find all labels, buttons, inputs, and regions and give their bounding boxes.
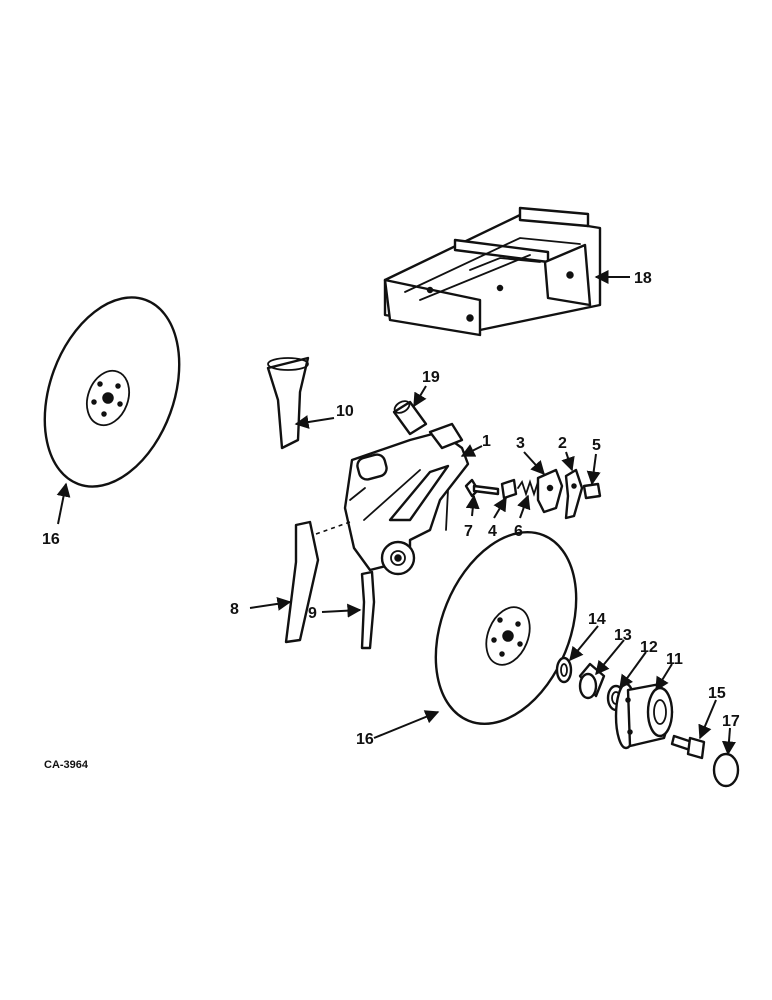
callout-16-left: 16 [42, 531, 60, 548]
hub-bolt-part [670, 734, 706, 760]
callout-6: 6 [514, 523, 523, 540]
disc-blade-right-part [434, 531, 578, 725]
bracket-plate-part [536, 468, 564, 514]
dust-cap-part [712, 752, 740, 788]
callout-1: 1 [482, 433, 491, 450]
hub-part [614, 682, 674, 750]
main-arm-casting-part [343, 422, 470, 576]
callout-16-right: 16 [356, 731, 374, 748]
callout-3: 3 [516, 435, 525, 452]
callout-18: 18 [634, 270, 652, 287]
callout-4: 4 [488, 523, 497, 540]
figure-code: CA-3964 [44, 759, 89, 771]
bolt-part [464, 478, 500, 498]
scraper-blade-part [360, 570, 376, 650]
seal-ring-part [555, 656, 573, 684]
frame-bracket-part [383, 206, 602, 337]
callout-12: 12 [640, 639, 658, 656]
callout-9: 9 [308, 605, 317, 622]
callout-17: 17 [722, 713, 740, 730]
square-washer-part [582, 482, 602, 500]
callout-10: 10 [336, 403, 354, 420]
clip-part [564, 468, 584, 520]
callout-2: 2 [558, 435, 567, 452]
callout-13: 13 [614, 627, 632, 644]
pivot-pin-part [392, 400, 428, 436]
callout-7: 7 [464, 523, 473, 540]
seed-boot-funnel-part [266, 356, 310, 450]
callout-8: 8 [230, 601, 239, 618]
callout-14: 14 [588, 611, 606, 628]
callout-labels: 1 2 3 4 5 6 7 8 9 10 11 12 13 14 15 16 1… [42, 270, 740, 748]
disc-blade-left-part [43, 296, 181, 488]
callout-19: 19 [422, 369, 440, 386]
scraper-part [284, 520, 351, 644]
callout-5: 5 [592, 437, 601, 454]
nut-part [500, 478, 518, 500]
leader-lines [56, 270, 736, 756]
callout-11: 11 [666, 651, 683, 668]
callout-15: 15 [708, 685, 726, 702]
